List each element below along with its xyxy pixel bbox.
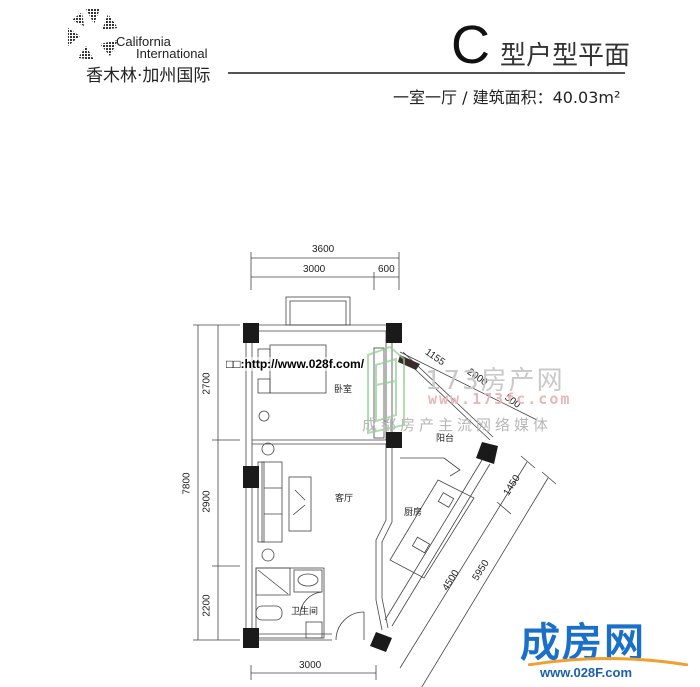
- header-rule: [228, 72, 625, 74]
- room-kitchen: 厨房: [404, 508, 423, 518]
- logo-line2: International: [136, 46, 208, 61]
- subtitle-area: 一室一厅 / 建筑面积：40.03m²: [393, 88, 621, 107]
- site173-house-icon: [367, 345, 405, 435]
- dim-top-right: 600: [378, 264, 395, 275]
- dim-bottom: 3000: [299, 660, 322, 671]
- site173-name: 173房产网: [425, 366, 565, 396]
- brand-url: www.028F.com: [540, 665, 632, 680]
- room-balcony: 阳台: [436, 434, 455, 444]
- room-bedroom: 卧室: [334, 385, 353, 395]
- dim-left-middle: 2900: [201, 490, 213, 513]
- site173-slogan: 成都房产主流网络媒体: [362, 416, 553, 434]
- dim-top-total: 3600: [312, 244, 335, 255]
- url-watermark: □□:http://www.028f.com/: [226, 357, 365, 371]
- brand-logo: California International 香木林·加州国际: [64, 6, 224, 86]
- brand-badge: 成房网 www.028F.com: [518, 610, 698, 680]
- dim-left-bottom: 2200: [201, 594, 213, 617]
- title-text: 型户型平面: [500, 41, 631, 71]
- title-letter: C: [451, 15, 490, 75]
- room-living: 客厅: [335, 494, 354, 504]
- dim-left-total: 7800: [181, 472, 193, 495]
- logo-line1: California: [116, 34, 171, 49]
- site173-url: www.173fc.com: [428, 390, 572, 408]
- logo-chinese: 香木林·加州国际: [86, 66, 211, 86]
- brand-swoosh-icon: [528, 657, 688, 666]
- room-bathroom: 卫生间: [291, 607, 319, 617]
- dim-left-top: 2700: [201, 372, 213, 395]
- star-logo-icon: [68, 9, 118, 60]
- dim-top-left: 3000: [303, 264, 326, 275]
